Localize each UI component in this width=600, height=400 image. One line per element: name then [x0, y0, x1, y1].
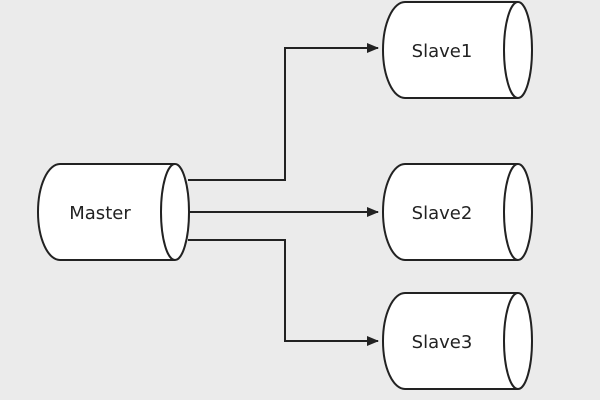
slave3-node: Slave3 [382, 292, 533, 390]
master-node: Master [37, 163, 190, 261]
slave3-label: Slave3 [412, 332, 473, 353]
edge-master-to-slave1 [188, 43, 379, 181]
slave2-label: Slave2 [412, 203, 473, 224]
edge-master-to-slave3 [188, 239, 379, 346]
slave1-node: Slave1 [382, 1, 533, 99]
master-label: Master [69, 203, 131, 224]
slave1-label: Slave1 [412, 41, 473, 62]
slave2-node: Slave2 [382, 163, 533, 261]
